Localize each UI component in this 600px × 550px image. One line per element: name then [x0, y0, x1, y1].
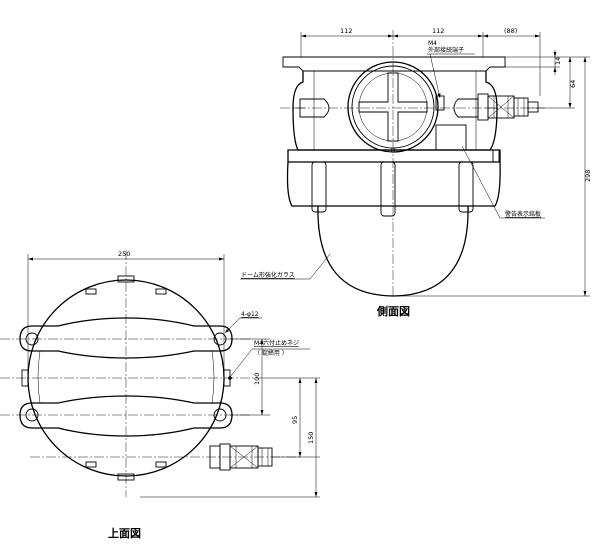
side-view: 112 112 (88) 14 64 298 M4 外部接続端子 警告表示銘板 … [240, 27, 592, 318]
label-setscrew: M4六付止めネジ [254, 339, 299, 347]
label-glass: ドーム形強化ガラス [241, 271, 295, 279]
dim-14: 14 [554, 57, 562, 65]
dim-100: 100 [253, 373, 261, 385]
label-warning-plate: 警告表示銘板 [505, 210, 541, 218]
label-hole: 4-φ12 [241, 311, 259, 318]
label-m4: M4 [428, 40, 437, 47]
lower-bracket [19, 395, 233, 437]
upper-bracket [19, 317, 233, 359]
guard-cage [286, 161, 501, 207]
top-view: 250 4-φ12 M4六付止めネジ （ 錠締用 ） 100 95 150 上面… [0, 250, 320, 540]
dim-298: 298 [584, 170, 592, 182]
label-ground-terminal: 外部接続端子 [428, 46, 464, 54]
dim-250: 250 [118, 250, 130, 258]
dim-112-right: 112 [432, 27, 444, 35]
window-cross [358, 72, 428, 142]
dim-150: 150 [307, 432, 315, 444]
dim-88: (88) [504, 27, 517, 35]
top-view-title: 上面図 [108, 526, 141, 540]
dim-64: 64 [569, 80, 577, 88]
cable-gland [453, 93, 539, 121]
dim-112-left: 112 [340, 27, 352, 35]
warning-plate-box [435, 124, 467, 151]
mounting-flange [282, 56, 506, 72]
label-setscrew-note: （ 錠締用 ） [254, 349, 288, 357]
dim-95: 95 [291, 416, 299, 424]
side-view-title: 側面図 [376, 304, 410, 318]
